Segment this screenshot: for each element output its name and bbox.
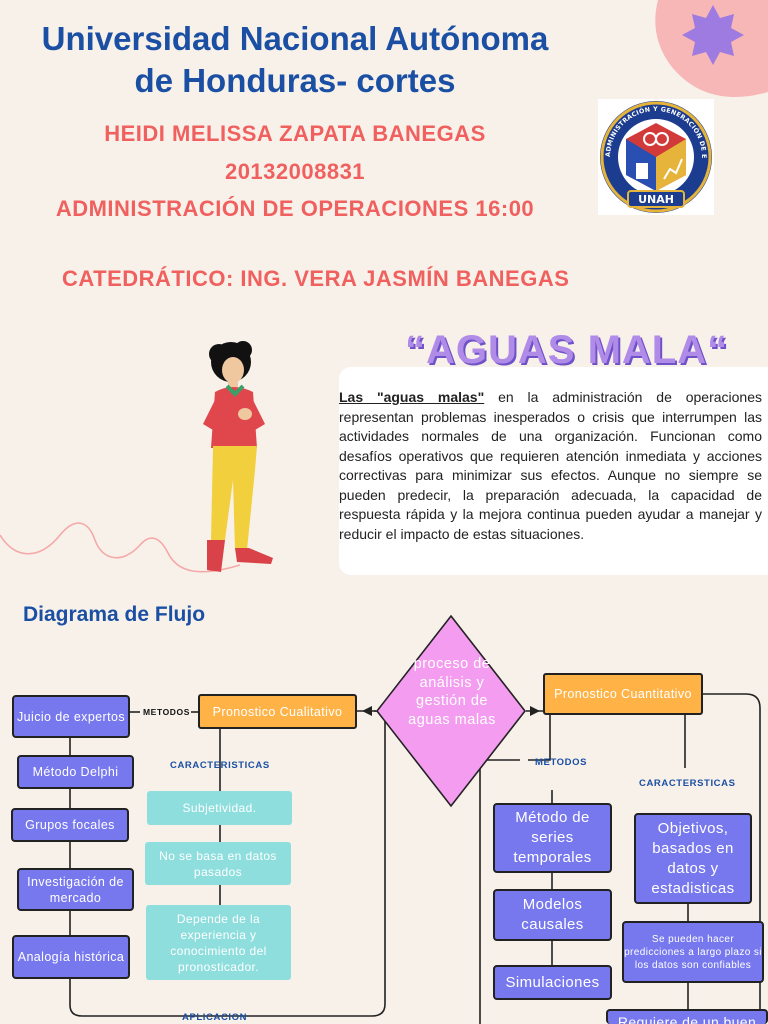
quantitative-forecast-box[interactable]: Pronostico Cuantitativo — [543, 673, 703, 715]
method-delphi[interactable]: Método Delphi — [17, 755, 134, 789]
qualitative-forecast-box[interactable]: Pronostico Cualitativo — [198, 694, 357, 729]
university-title: Universidad Nacional Autónoma de Hondura… — [0, 18, 590, 102]
student-name: HEIDI MELISSA ZAPATA BANEGAS — [104, 121, 486, 146]
description-card — [339, 367, 768, 575]
center-process-text: proceso de análisis y gestión de aguas m… — [408, 656, 496, 728]
characteristic-experience[interactable]: Depende de la experiencia y conocimiento… — [146, 905, 291, 980]
star-icon — [682, 5, 744, 65]
qualitative-application-label: APLICACION — [182, 1012, 248, 1023]
method-historical-analogy[interactable]: Analogía histórica — [12, 935, 130, 979]
teacher-name: CATEDRÁTICO: ING. VERA JASMÍN BANEGAS — [62, 266, 570, 291]
course-name: ADMINISTRACIÓN DE OPERACIONES 16:00 — [55, 196, 535, 221]
unah-logo: ADMINISTRACIÓN Y GENERACIÓN DE EMPRESAS … — [595, 94, 714, 215]
logo-label: UNAH — [638, 193, 674, 206]
method-time-series[interactable]: Método de series temporales — [493, 803, 612, 873]
method-focus-groups[interactable]: Grupos focales — [11, 808, 129, 842]
university-line-2: de Honduras- cortes — [134, 62, 456, 99]
corner-decoration — [655, 0, 768, 97]
flow-heading: Diagrama de Flujo — [23, 603, 206, 626]
description-text: Las "aguas malas" en la administración d… — [339, 388, 762, 544]
center-diamond-shape — [375, 614, 527, 808]
wave-decoration — [0, 522, 241, 573]
method-simulations[interactable]: Simulaciones — [493, 965, 612, 1000]
topic-title: “AGUAS MALA“ — [405, 328, 729, 372]
characteristic-long-term[interactable]: Se pueden hacer predicciones a largo pla… — [622, 921, 764, 983]
university-line-1: Universidad Nacional Autónoma — [41, 20, 549, 57]
woman-illustration — [203, 341, 273, 572]
method-causal-models[interactable]: Modelos causales — [493, 889, 612, 941]
characteristic-objective[interactable]: Objetivos, basados en datos y estadistic… — [634, 813, 752, 904]
qualitative-characteristics-label: CARACTERISTICAS — [170, 760, 270, 771]
quantitative-methods-label: METODOS — [535, 757, 588, 768]
qualitative-methods-label: METODOS — [143, 707, 191, 717]
quantitative-characteristics-label: CARACTERSTICAS — [639, 778, 736, 789]
description-lead: Las "aguas malas" — [339, 389, 485, 405]
characteristic-no-past-data[interactable]: No se basa en datos pasados — [145, 842, 291, 885]
method-market-research[interactable]: Investigación de mercado — [17, 868, 134, 911]
characteristic-subjectivity[interactable]: Subjetividad. — [147, 791, 292, 825]
method-expert-judgment[interactable]: Juicio de expertos — [12, 695, 130, 738]
description-body: en la administración de operaciones repr… — [339, 389, 762, 542]
characteristic-requires-good[interactable]: Requiere de un buen — [606, 1009, 768, 1024]
student-id: 20132008831 — [224, 159, 366, 184]
